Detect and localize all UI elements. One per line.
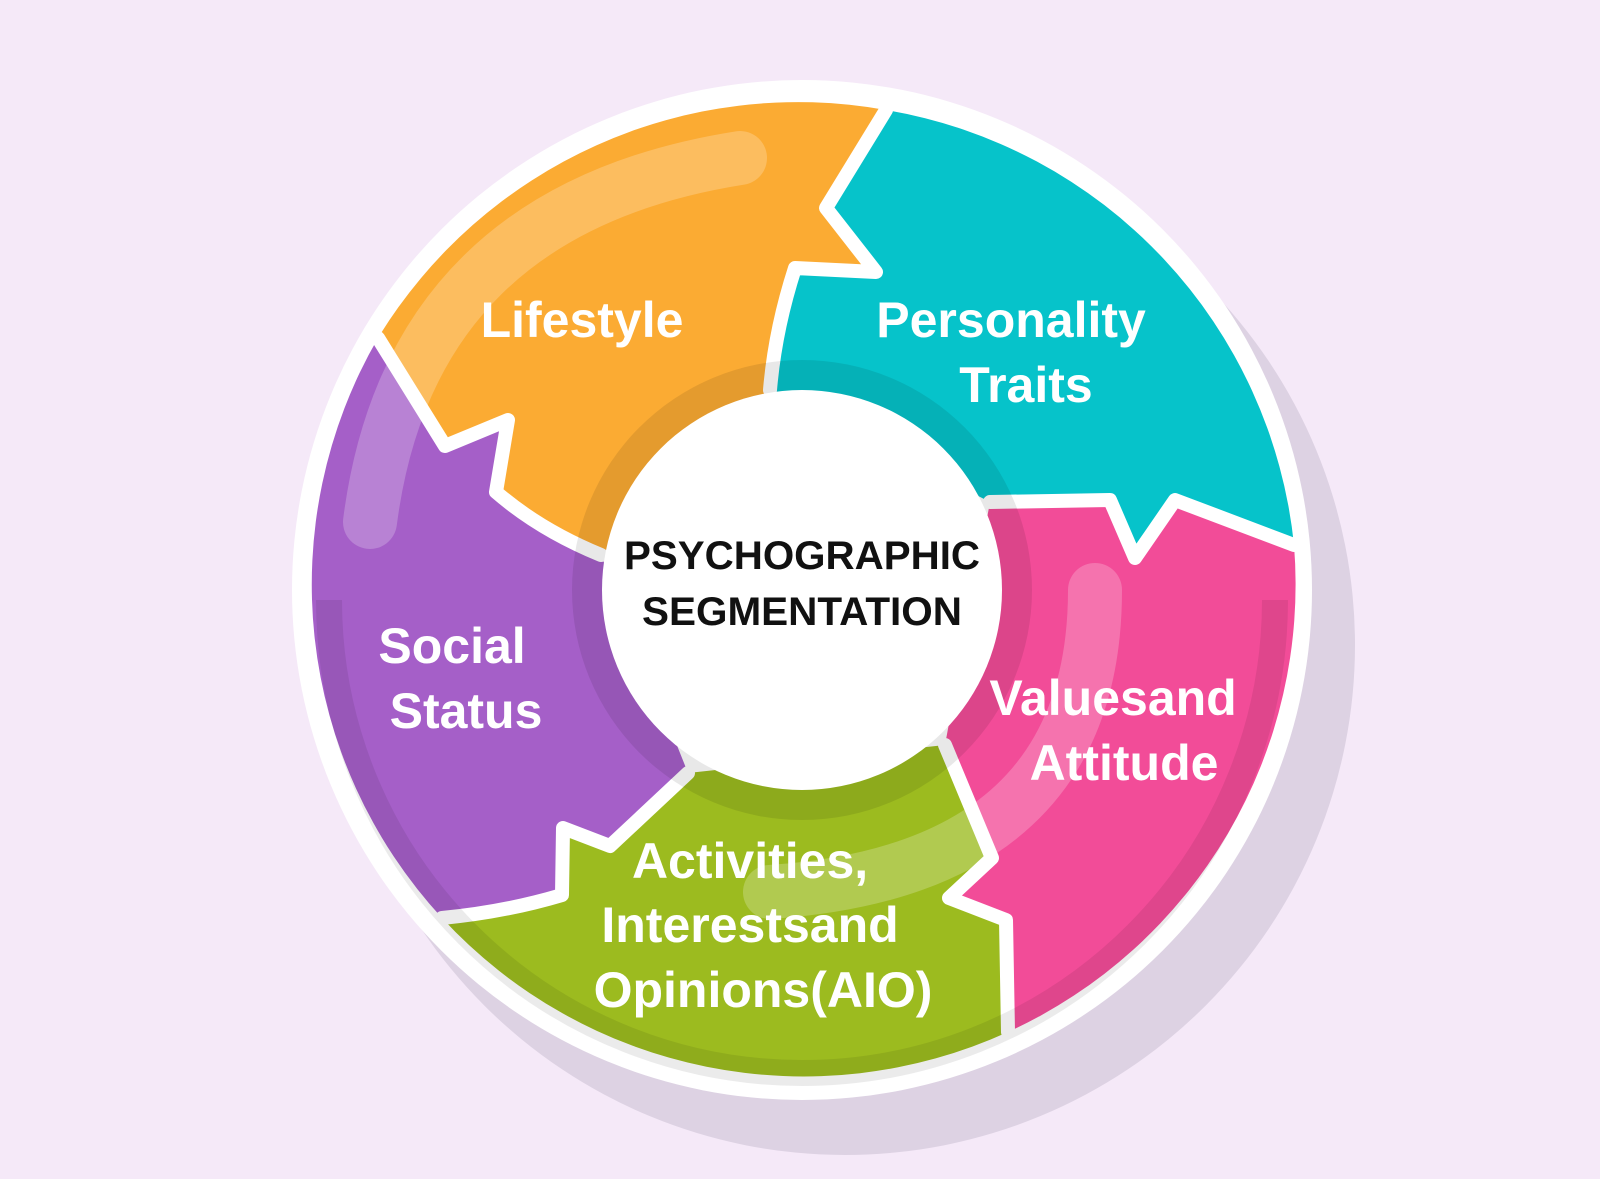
rim-shade — [316, 599, 1288, 1086]
label-social-status: Social Status — [378, 618, 542, 739]
label-aio-line1: Activities, — [632, 833, 868, 889]
gloss-highlights — [343, 131, 1122, 919]
segment-values-attitude — [945, 500, 1296, 1032]
label-values-line2: Attitude — [1030, 735, 1219, 791]
label-values-line1: Valuesand — [989, 670, 1236, 726]
label-lifestyle-line: Lifestyle — [481, 292, 684, 348]
segment-activities-interests-opinions — [442, 745, 1008, 1077]
center-circle — [602, 390, 1002, 790]
center-title-line2: SEGMENTATION — [642, 590, 962, 634]
label-aio-line3: Opinions(AIO) — [594, 962, 933, 1018]
label-aio-line2: Interestsand — [601, 897, 898, 953]
label-social-line2: Status — [390, 683, 543, 739]
label-personality-line2: Traits — [959, 357, 1092, 413]
segment-separators — [371, 103, 1301, 1039]
label-activities-interests-opinions: Activities, Interestsand Opinions(AIO) — [594, 833, 933, 1018]
label-social-line1: Social — [378, 618, 525, 674]
label-personality-traits: Personality Traits — [876, 292, 1159, 413]
label-lifestyle: Lifestyle — [481, 292, 684, 348]
label-values-attitude: Valuesand Attitude — [989, 670, 1250, 791]
segment-social-status — [311, 338, 688, 918]
center-title-line1: PSYCHOGRAPHIC — [624, 534, 980, 578]
label-personality-line1: Personality — [876, 292, 1146, 348]
